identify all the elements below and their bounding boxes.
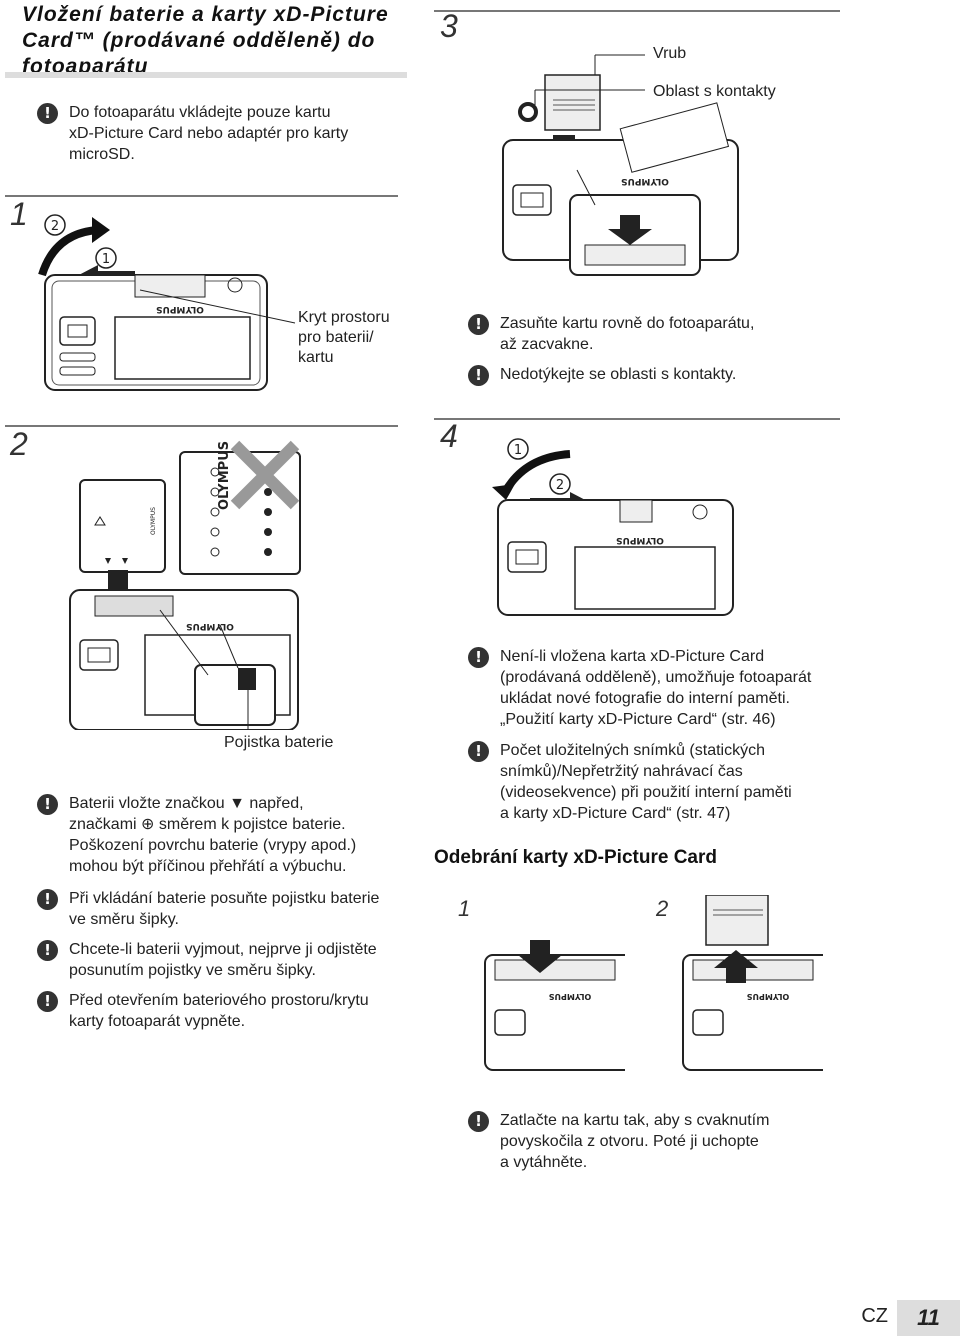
removal-step1-number: 1: [458, 896, 471, 921]
removal-illustration-1: OLYMPUS: [484, 940, 625, 1071]
contacts-label: Oblast s kontakty: [653, 83, 776, 100]
step4-warning-2: ! Počet uložitelných snímků (statických …: [468, 740, 858, 824]
svg-text:OLYMPUS: OLYMPUS: [549, 992, 592, 1001]
notch-label: Vrub: [653, 45, 687, 62]
camera-icon: [682, 954, 823, 1071]
removal-heading: Odebrání karty xD-Picture Card: [434, 847, 717, 868]
circle-2-icon: [549, 473, 571, 495]
step2-warning-1: ! Baterii vložte značkou ▼ napřed, značk…: [37, 793, 407, 877]
svg-text:1: 1: [102, 252, 110, 267]
svg-text:OLYMPUS: OLYMPUS: [616, 535, 664, 545]
removal-illustration-2: OLYMPUS: [682, 895, 823, 1071]
step4-illustration: 1 2 OLYMPUS: [492, 438, 734, 616]
step1-number: 1: [10, 196, 28, 232]
step2-warning-4: ! Před otevřením bateriového prostoru/kr…: [37, 990, 407, 1032]
card-icon: [544, 74, 601, 131]
svg-text:1: 1: [514, 443, 522, 458]
arrow-down-icon: [518, 940, 562, 973]
warning-icon: !: [468, 365, 489, 386]
svg-text:OLYMPUS: OLYMPUS: [621, 176, 669, 186]
step3-warning-2: ! Nedotýkejte se oblasti s kontakty.: [468, 364, 848, 386]
step3-illustration: OLYMPUS: [502, 54, 739, 276]
step2-warning-3: ! Chcete-li baterii vyjmout, nejprve ji …: [37, 939, 407, 981]
warning-icon: !: [468, 1111, 489, 1132]
intro-warning-text: Do fotoaparátu vkládejte pouze kartu xD-…: [69, 104, 349, 163]
warning-text: Baterii vložte značkou ▼ napřed, značkam…: [69, 795, 357, 875]
step2-warning-2: ! Při vkládání baterie posuňte pojistku …: [37, 888, 407, 930]
removal-warning: ! Zatlačte na kartu tak, aby s cvaknutím…: [468, 1110, 858, 1173]
step4-number: 4: [440, 418, 458, 454]
warning-text: Počet uložitelných snímků (statických sn…: [500, 742, 792, 822]
language-code: CZ: [861, 1305, 888, 1327]
svg-text:2: 2: [51, 219, 59, 234]
page-title: Vložení baterie a karty xD-Picture Card™…: [22, 3, 389, 78]
warning-text: Před otevřením bateriového prostoru/kryt…: [69, 992, 369, 1030]
step3-warning-1: ! Zasuňte kartu rovně do fotoaparátu, až…: [468, 313, 848, 355]
arrow-up-icon: [714, 950, 758, 983]
circle-1-icon: [95, 247, 117, 269]
warning-text: Zatlačte na kartu tak, aby s cvaknutím p…: [500, 1112, 770, 1171]
warning-icon: !: [468, 314, 489, 335]
step4-rule: [434, 418, 840, 420]
cover-label: Kryt prostoru pro baterii/ kartu: [298, 309, 390, 366]
warning-text: Chcete-li baterii vyjmout, nejprve ji od…: [69, 941, 377, 979]
warning-text: Nedotýkejte se oblasti s kontakty.: [500, 366, 737, 383]
circle-1-icon: [507, 438, 529, 460]
arrow-icon: [92, 217, 110, 243]
svg-text:2: 2: [556, 478, 564, 493]
step1-rule: [5, 195, 398, 197]
warning-icon: !: [37, 794, 58, 815]
warning-icon: !: [468, 741, 489, 762]
removal-step2-number: 2: [656, 896, 669, 921]
svg-text:OLYMPUS: OLYMPUS: [150, 507, 157, 535]
svg-text:OLYMPUS: OLYMPUS: [156, 304, 204, 314]
step3-rule: [434, 10, 840, 12]
warning-text: Není-li vložena karta xD-Picture Card (p…: [500, 648, 812, 728]
warning-icon: !: [37, 991, 58, 1012]
step4-warning-1: ! Není-li vložena karta xD-Picture Card …: [468, 646, 858, 730]
intro-warning: ! Do fotoaparátu vkládejte pouze kartu x…: [37, 102, 407, 165]
warning-text: Při vkládání baterie posuňte pojistku ba…: [69, 890, 380, 928]
step2-rule: [5, 425, 398, 427]
svg-text:OLYMPUS: OLYMPUS: [186, 621, 234, 631]
title-underline: [5, 72, 407, 78]
step2-illustration: OLYMPUS OLYMPUS OLYMPUS: [69, 440, 301, 730]
warning-text: Zasuňte kartu rovně do fotoaparátu, až z…: [500, 315, 755, 353]
warning-icon: !: [37, 889, 58, 910]
battery-wrong-icon: [179, 451, 301, 575]
circle-2-icon: [44, 214, 66, 236]
svg-text:OLYMPUS: OLYMPUS: [217, 441, 232, 510]
warning-icon: !: [468, 647, 489, 668]
step3-number: 3: [440, 8, 458, 44]
warning-icon: !: [37, 940, 58, 961]
battery-lock-label: Pojistka baterie: [224, 734, 334, 751]
step2-number: 2: [10, 426, 28, 462]
step1-illustration: 2 1 OLYMPUS: [38, 214, 296, 391]
svg-text:OLYMPUS: OLYMPUS: [747, 992, 790, 1001]
warning-icon: !: [37, 103, 58, 124]
page-number: 11: [897, 1300, 960, 1336]
card-icon: [705, 895, 769, 946]
